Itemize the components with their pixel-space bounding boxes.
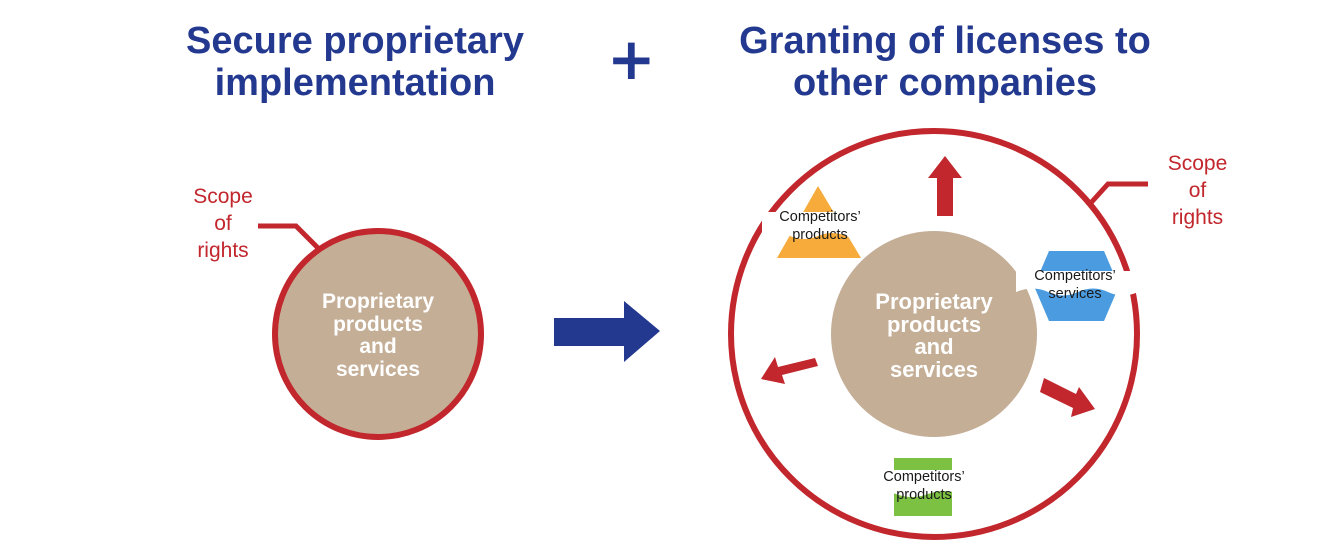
left-core-line-1: Proprietary	[321, 290, 435, 313]
right-proprietary-label: Proprietary products and services	[830, 289, 1038, 382]
plus-sign: +	[607, 25, 656, 93]
right-core-circle	[831, 231, 1037, 437]
left-core-line-3: and	[359, 335, 397, 358]
left-scope-line-1: Scope	[193, 185, 253, 208]
left-scope-of-rights-label: Scope of rights	[168, 183, 278, 264]
left-heading-line-2: implementation	[214, 62, 496, 104]
right-scope-line-1: Scope	[1167, 152, 1228, 175]
competitor-products-square-label: Competitors’ products	[855, 468, 993, 504]
right-core-line-1: Proprietary	[875, 289, 993, 314]
right-scope-line-3: rights	[1171, 206, 1224, 229]
competitor-products-triangle-label: Competitors’ products	[754, 208, 886, 244]
right-scope-leader-line	[1086, 181, 1148, 208]
right-heading-line-1: Granting of licenses to	[739, 20, 1151, 62]
right-heading-line-2: other companies	[792, 62, 1098, 104]
competitor-label-line: products	[896, 487, 952, 503]
expansion-arrow-up	[928, 156, 962, 216]
left-proprietary-label: Proprietary products and services	[280, 290, 476, 381]
left-core-line-4: services	[335, 357, 421, 381]
right-core-line-3: and	[914, 334, 954, 359]
competitor-services-hexagon-label: Competitors’ services	[1012, 267, 1138, 303]
competitor-label-line: services	[1048, 286, 1102, 302]
competitor-products-square-shape	[858, 458, 992, 516]
competitor-label-line: products	[792, 227, 848, 243]
right-core-line-2: products	[886, 311, 982, 337]
left-rights-boundary	[272, 228, 484, 440]
right-rights-boundary	[728, 128, 1140, 540]
right-core-line-4: services	[889, 356, 979, 382]
expansion-arrow-down-right	[1040, 378, 1095, 417]
expansion-arrow-left	[761, 357, 818, 384]
left-heading-line-1: Secure proprietary	[186, 20, 524, 62]
left-heading: Secure proprietary implementation	[130, 20, 580, 104]
left-core-line-2: products	[333, 312, 423, 336]
right-scope-of-rights-label: Scope of rights	[1145, 150, 1250, 231]
competitor-label-line: Competitors’	[779, 209, 861, 225]
right-scope-line-2: of	[1188, 179, 1207, 202]
competitor-label-line: Competitors’	[883, 469, 965, 485]
transition-arrow	[554, 301, 660, 362]
left-scope-line-3: rights	[197, 239, 249, 262]
competitor-label-line: Competitors’	[1034, 268, 1116, 284]
competitor-services-hexagon-shape	[1016, 251, 1138, 321]
left-scope-line-2: of	[214, 212, 232, 235]
right-heading: Granting of licenses to other companies	[680, 20, 1210, 104]
left-scope-leader-line	[258, 223, 322, 252]
competitor-products-triangle-shape	[762, 186, 874, 258]
